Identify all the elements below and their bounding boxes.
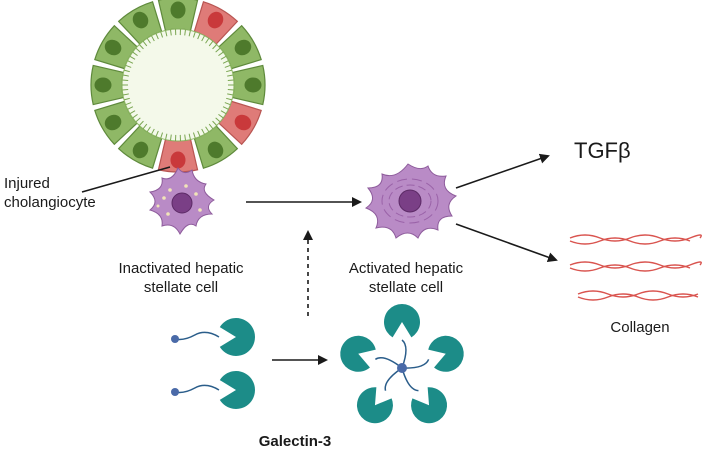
cell-nucleus (132, 141, 149, 159)
injured-cholangiocyte-label: Injured cholangiocyte (4, 174, 96, 212)
cell-nucleus (94, 77, 112, 93)
cell-nucleus (104, 114, 122, 131)
bile-duct-ring (90, 0, 266, 173)
galectin-3-molecule (171, 371, 255, 409)
cell-nucleus (234, 114, 252, 131)
cell-nucleus (207, 11, 224, 29)
inactivated-label-line2: stellate cell (143, 279, 219, 296)
injured-label-line2: cholangiocyte (4, 194, 96, 211)
galectin-3-subunit (384, 304, 420, 369)
tgfb-label: TGFβ (574, 138, 631, 163)
galectin-3-molecule (171, 318, 255, 356)
cell-nucleus (244, 77, 262, 93)
galectin-3-subunit (401, 335, 464, 372)
activated-label-line2: stellate cell (368, 279, 444, 296)
collagen-label: Collagen (610, 319, 670, 336)
galectin-3-monomers (171, 318, 255, 409)
activated-stellate-label: Activated hepatic stellate cell (326, 259, 486, 297)
collagen-arrow (455, 223, 558, 262)
cell-nucleus (104, 39, 122, 56)
inactivated-stellate-cell (148, 167, 215, 236)
activated-label-line1: Activated hepatic (348, 260, 464, 277)
galectin-3-label: Galectin-3 (258, 433, 332, 450)
galectin-3-pentamer (340, 304, 464, 424)
inactivated-label-line1: Inactivated hepatic (118, 260, 244, 277)
cell-nucleus (170, 151, 186, 169)
cell-nucleus (170, 1, 186, 19)
cell-nucleus (234, 39, 252, 56)
inactivated-stellate-label: Inactivated hepatic stellate cell (96, 259, 266, 297)
injured-pointer-line (81, 166, 171, 193)
duct-lumen (121, 28, 235, 142)
galectin-3-subunit (340, 335, 403, 372)
collagen-fibers (569, 234, 702, 301)
cell-nucleus (207, 141, 224, 159)
galectin-3-subunit (401, 367, 447, 424)
tgfb-arrow (455, 153, 550, 189)
activated-stellate-cell (364, 163, 458, 239)
pentamer-core (397, 363, 407, 373)
injured-label-line1: Injured (4, 175, 50, 192)
cell-nucleus (132, 11, 149, 29)
galectin-3-subunit (357, 367, 403, 424)
